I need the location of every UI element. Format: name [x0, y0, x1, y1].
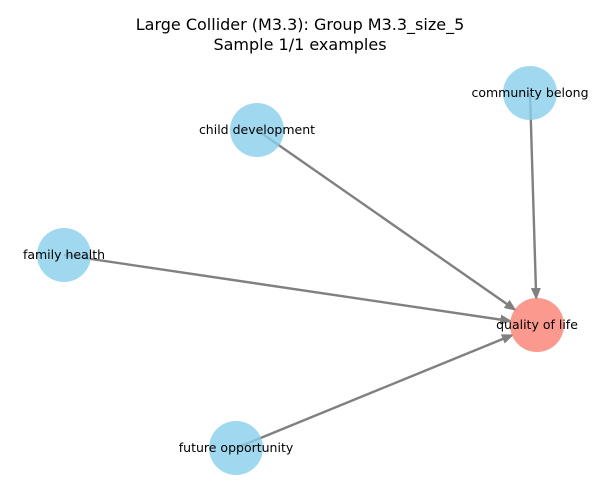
edge-child-to-quality	[256, 129, 517, 311]
edge-family-to-quality	[63, 253, 513, 325]
node-circle-future	[209, 421, 263, 475]
node-circle-family	[37, 228, 91, 282]
edge-future-to-quality	[235, 334, 514, 450]
node-quality: quality of life	[496, 298, 578, 352]
node-circle-child	[230, 103, 284, 157]
node-future: future opportunity	[179, 421, 294, 475]
node-label-child: child development	[199, 122, 315, 137]
node-label-quality: quality of life	[496, 317, 578, 332]
node-label-future: future opportunity	[179, 440, 294, 455]
node-child: child development	[199, 103, 315, 157]
node-family: family health	[23, 228, 105, 282]
node-label-community: community belong	[471, 85, 588, 100]
nodes-layer: community belong child development family …	[23, 66, 589, 475]
edge-community-to-quality	[528, 92, 541, 301]
node-label-family: family health	[23, 247, 105, 262]
node-circle-community	[503, 66, 557, 120]
figure-title: Large Collider (M3.3): Group M3.3_size_5	[135, 15, 465, 34]
node-circle-quality	[510, 298, 564, 352]
node-community: community belong	[471, 66, 589, 120]
figure-subtitle: Sample 1/1 examples	[213, 35, 387, 54]
edges-layer	[63, 92, 541, 450]
